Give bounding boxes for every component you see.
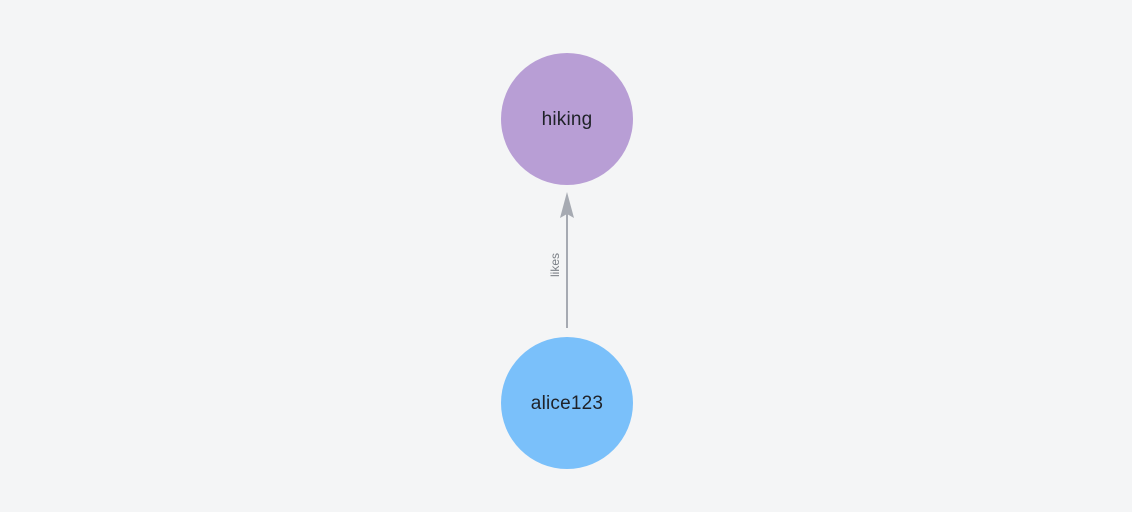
edge-label-likes: likes bbox=[548, 252, 562, 278]
node-hiking[interactable]: hiking bbox=[501, 53, 633, 185]
arrowhead-icon bbox=[560, 192, 574, 218]
node-label: hiking bbox=[541, 108, 593, 130]
node-alice123[interactable]: alice123 bbox=[501, 337, 633, 469]
node-label: alice123 bbox=[530, 392, 604, 414]
